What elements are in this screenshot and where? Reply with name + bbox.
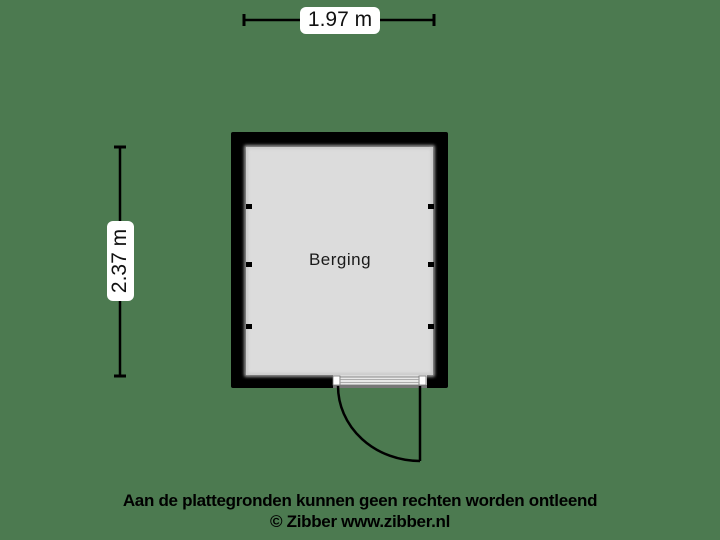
room-floor (246, 147, 433, 375)
depth-dimension-label: 2.37 m (107, 221, 134, 301)
footer: Aan de plattegronden kunnen geen rechten… (0, 490, 720, 532)
width-dimension-label: 1.97 m (300, 7, 380, 34)
copyright-text: © Zibber www.zibber.nl (269, 512, 451, 531)
door-frame (332, 375, 427, 388)
wall-stubs-left (246, 204, 252, 329)
wall-stubs-right (428, 204, 434, 329)
room-label-berging: Berging (308, 250, 372, 269)
disclaimer-text: Aan de plattegronden kunnen geen rechten… (122, 491, 598, 510)
door-swing (336, 385, 422, 463)
